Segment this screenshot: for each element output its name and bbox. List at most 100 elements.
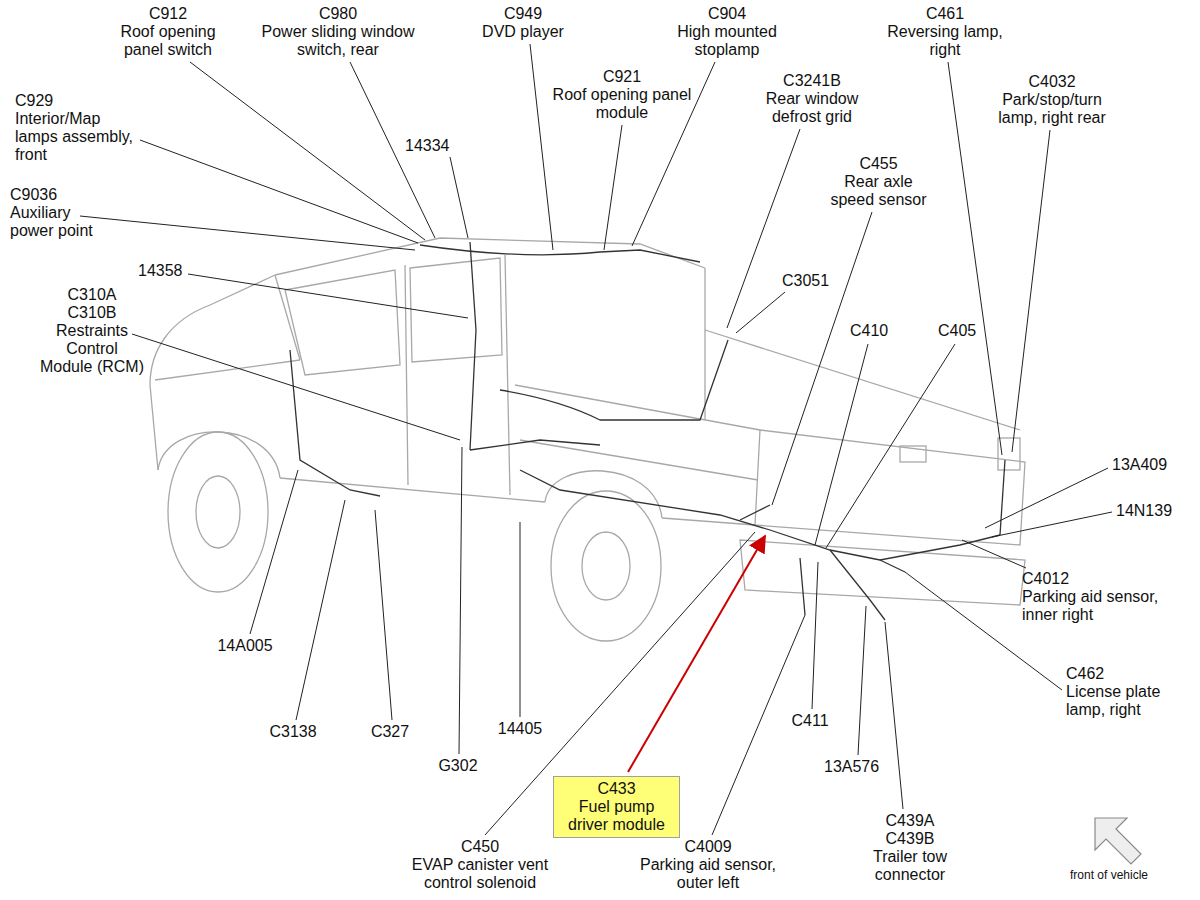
rear-arch (545, 471, 662, 518)
callout-label: High mounted stoplamp (667, 23, 787, 59)
callout-label: 13A576 (824, 758, 904, 776)
callout-label: C904 (667, 5, 787, 23)
callout-label: C411 (780, 712, 840, 730)
callout-label: C450 (397, 838, 563, 856)
door-edge (405, 265, 408, 485)
leader-line (604, 125, 622, 250)
leader-line (1012, 130, 1050, 452)
rear-window (410, 258, 502, 362)
leader-line (190, 62, 425, 240)
callout-label: C439B (855, 830, 965, 848)
leader-line (812, 562, 818, 709)
callout-label: 14334 (405, 137, 475, 155)
callout-label: C980 (250, 5, 426, 23)
callout-label: C921 (547, 68, 697, 86)
front-hub (196, 476, 240, 548)
leader-line (140, 140, 418, 243)
wiring-harness (1000, 460, 1005, 535)
callout-label: C455 (826, 155, 931, 173)
leader-line (520, 522, 521, 717)
leader-line (296, 500, 345, 720)
callout-label: Auxiliary power point (10, 204, 110, 240)
leader-line (826, 344, 955, 548)
leader-line (459, 447, 462, 754)
callout-label: Restraints Control Module (RCM) (39, 322, 145, 376)
leader-line (485, 532, 755, 835)
rear-bumper (740, 540, 1025, 605)
leader-line (530, 44, 553, 250)
leader-line (250, 470, 298, 634)
callout-label: C929 (15, 92, 140, 110)
leader-line (712, 615, 805, 835)
leader-line (450, 157, 468, 238)
front-wheel (168, 432, 268, 592)
bed-rail (515, 385, 760, 430)
callout-label: Power sliding window switch, rear (250, 23, 426, 59)
leader-line (772, 212, 872, 505)
rear-hub (582, 532, 630, 600)
wiring-harness (800, 558, 805, 615)
callout-label: 14405 (490, 720, 550, 738)
callout-box: C433Fuel pump driver module (553, 776, 680, 838)
callout-label: Rear axle speed sensor (826, 173, 931, 209)
wiring-harness (290, 350, 380, 496)
connector-number: C433 (559, 780, 674, 798)
callout-label: 14N139 (1116, 502, 1196, 520)
bed-side (520, 440, 758, 480)
callout-label: C912 (110, 5, 226, 23)
callout-label: License plate lamp, right (1066, 683, 1181, 719)
leader-line (992, 512, 1112, 537)
wiring-harness (420, 245, 700, 262)
direction-note: front of vehicle (1070, 868, 1180, 882)
callout-label: C310A (39, 286, 145, 304)
callout-label: Parking aid sensor, inner right (1022, 588, 1187, 624)
leader-line (727, 129, 800, 328)
roof-outline (275, 238, 705, 275)
leader-line (858, 606, 866, 755)
leader-line (962, 540, 1026, 568)
leader-line (815, 344, 868, 545)
leader-line (885, 622, 903, 809)
callout-label: C462 (1066, 665, 1181, 683)
callout-label: C9036 (10, 186, 110, 204)
leader-line (985, 468, 1108, 528)
hood-outline (150, 275, 275, 385)
leader-line (948, 62, 1002, 455)
cab-back (704, 268, 705, 420)
callout-label: EVAP canister vent control solenoid (397, 856, 563, 892)
leader-line (80, 216, 415, 250)
callout-label: C4012 (1022, 570, 1187, 588)
leader-line (188, 274, 468, 318)
wiring-harness (470, 440, 600, 450)
direction-arrow (1095, 818, 1141, 864)
tail-lamp (998, 438, 1020, 470)
callout-label: Roof opening panel module (547, 86, 697, 122)
wiring-harness (470, 242, 476, 450)
bed-rail (705, 330, 1020, 430)
callout-label: C3051 (782, 272, 852, 290)
callout-label: C4009 (625, 838, 791, 856)
wiring-harness (880, 560, 905, 572)
callout-label: C949 (473, 5, 573, 23)
callout-label: C405 (938, 322, 988, 340)
callout-label: Park/stop/turn lamp, right rear (987, 91, 1117, 127)
callout-label: C327 (360, 723, 420, 741)
callout-label: C410 (850, 322, 900, 340)
hood-line (155, 360, 300, 380)
leader-line (375, 510, 392, 720)
callout-label: DVD player (473, 23, 573, 41)
callout-label: 14A005 (205, 637, 285, 655)
wiring-harness (830, 550, 885, 620)
leader-line (736, 292, 785, 333)
part-name: Fuel pump driver module (559, 798, 674, 834)
callout-label: 14358 (138, 262, 208, 280)
callout-label: C461 (877, 5, 1013, 23)
callout-label: Interior/Map lamps assembly, front (15, 110, 140, 164)
leader-line (132, 334, 460, 440)
rocker-panel (280, 478, 545, 502)
front-window (285, 270, 400, 375)
callout-label: C310B (39, 304, 145, 322)
